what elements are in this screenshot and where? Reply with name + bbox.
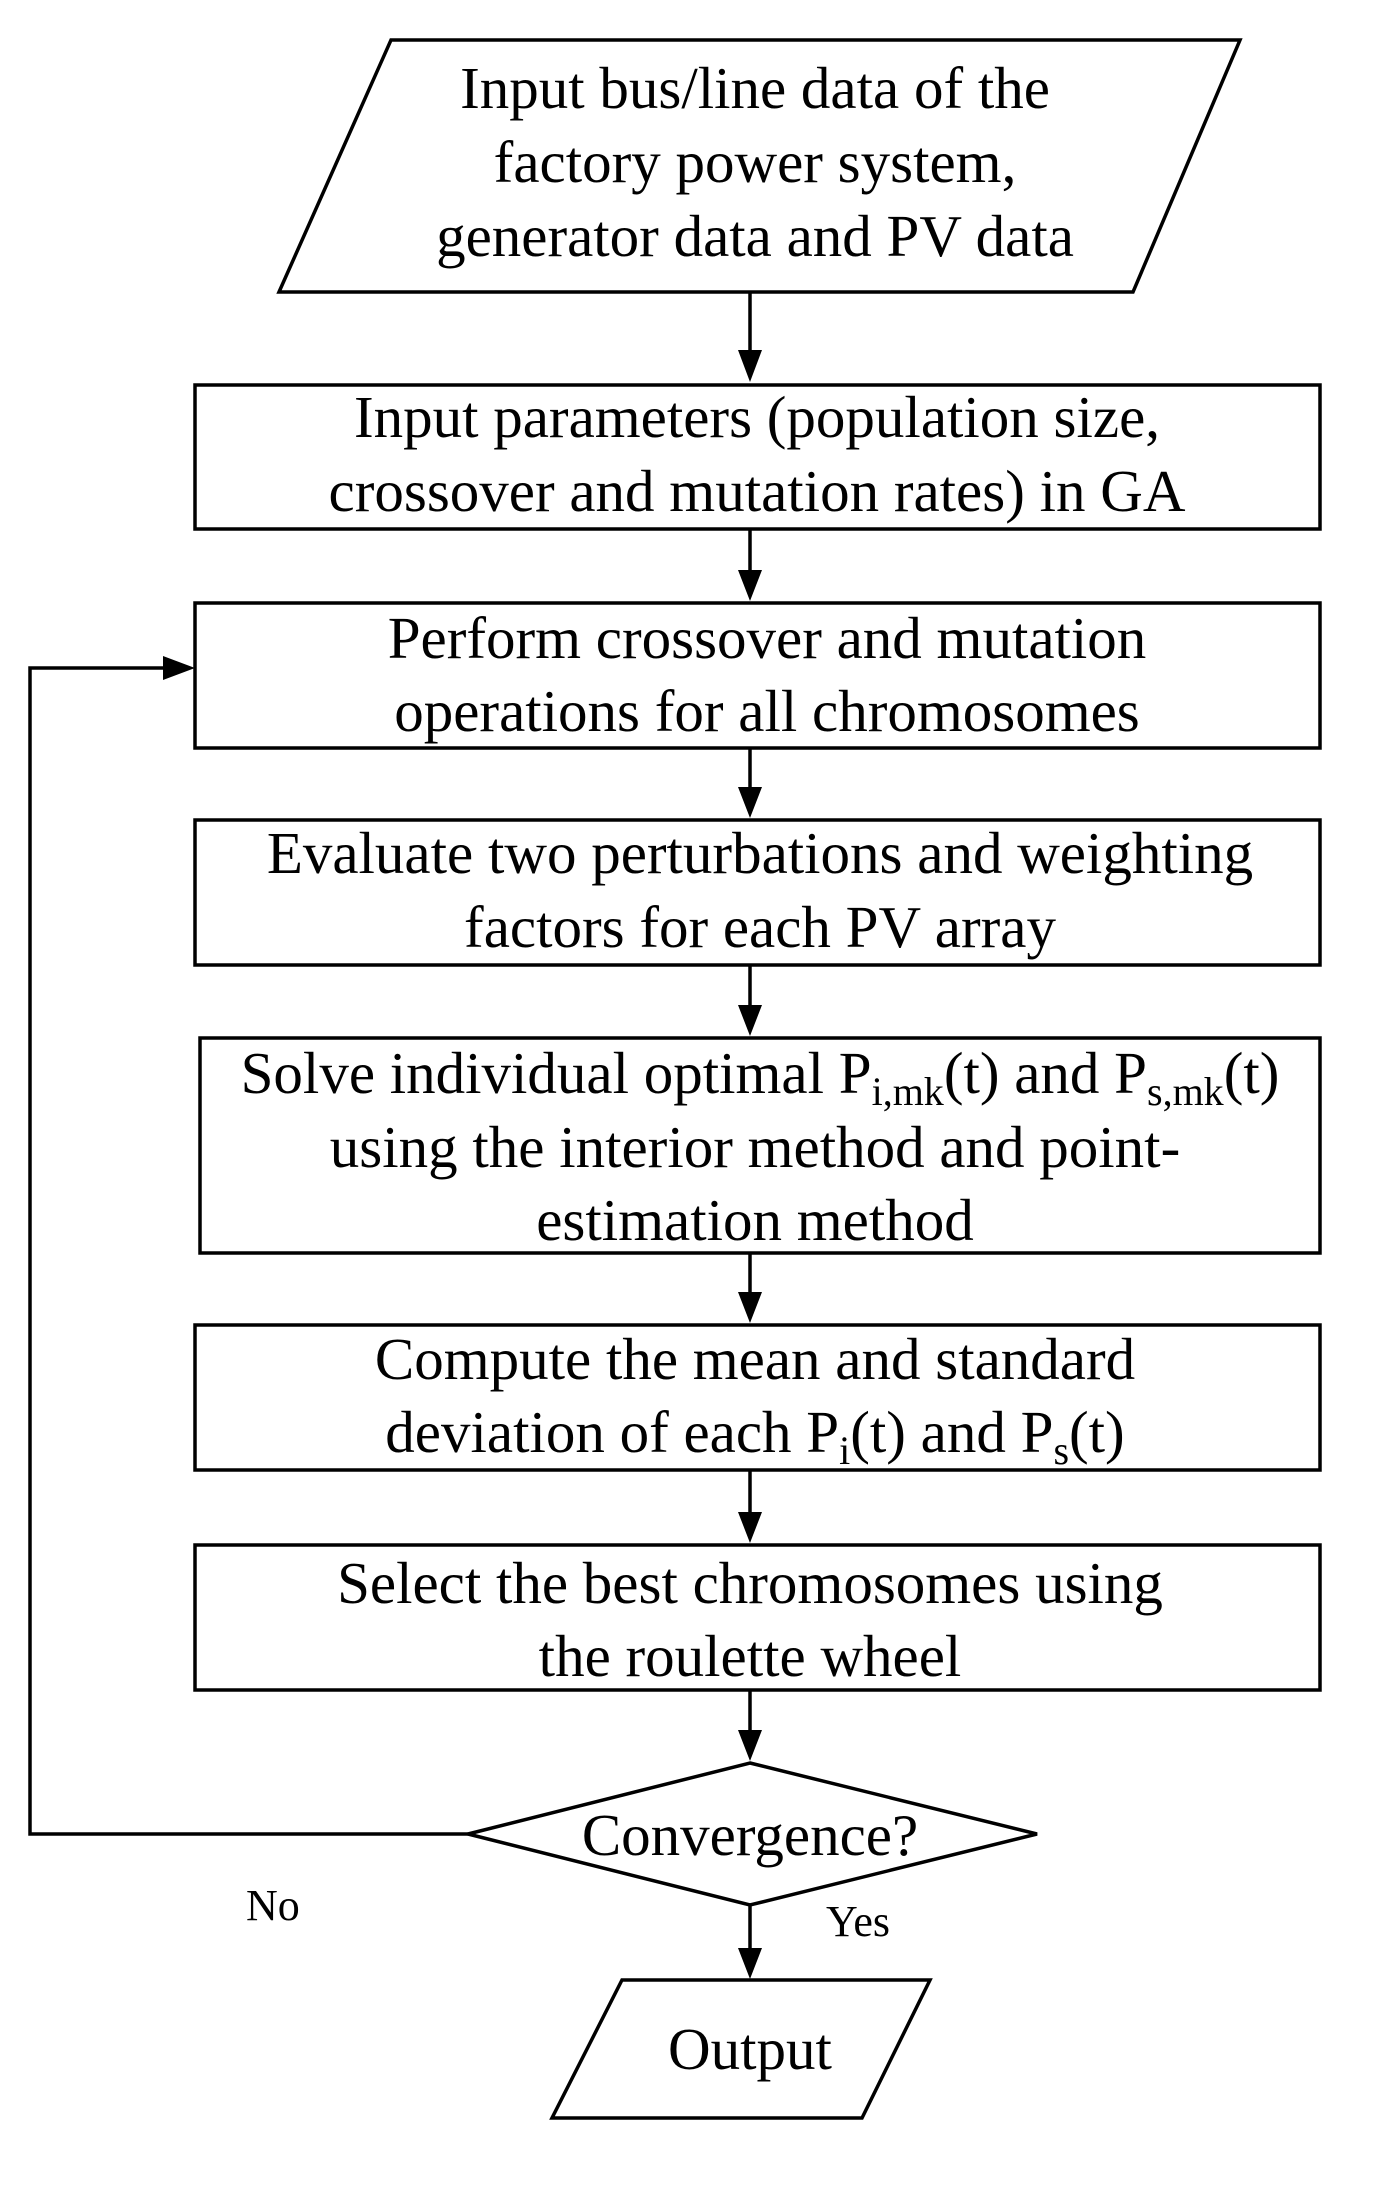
solve-line-2: using the interior method and point- xyxy=(330,1114,1180,1180)
compute-line-1: Compute the mean and standard xyxy=(375,1326,1135,1392)
input-data-line-3: generator data and PV data xyxy=(436,203,1074,269)
select-line-2: the roulette wheel xyxy=(539,1623,962,1689)
compute-line-2: deviation of each Pi(t) and Ps(t) xyxy=(385,1399,1124,1473)
convergence-label: Convergence? xyxy=(582,1802,918,1868)
no-label: No xyxy=(246,1881,300,1930)
output-label: Output xyxy=(668,2016,833,2082)
input-data-node: Input bus/line data of the factory power… xyxy=(276,38,1243,294)
arrow-evaluate-to-solve xyxy=(738,965,762,1036)
arrow-select-to-decision xyxy=(738,1690,762,1761)
ga-parameters-node: Input parameters (population size, cross… xyxy=(193,383,1322,531)
solve-line-1: Solve individual optimal Pi,mk(t) and Ps… xyxy=(241,1040,1280,1114)
crossover-line-1: Perform crossover and mutation xyxy=(388,605,1147,671)
arrow-solve-to-compute xyxy=(738,1253,762,1323)
evaluate-line-1: Evaluate two perturbations and weighting xyxy=(267,820,1253,886)
arrow-decision-to-output xyxy=(738,1905,762,1979)
arrow-crossover-to-evaluate xyxy=(738,748,762,818)
input-data-line-1: Input bus/line data of the xyxy=(460,55,1050,121)
solve-line-3: estimation method xyxy=(536,1187,974,1253)
crossover-line-2: operations for all chromosomes xyxy=(394,678,1140,744)
convergence-decision: Convergence? xyxy=(467,1761,1038,1907)
select-node: Select the best chromosomes using the ro… xyxy=(193,1543,1322,1692)
ga-parameters-line-2: crossover and mutation rates) in GA xyxy=(329,458,1186,524)
arrow-compute-to-select xyxy=(738,1470,762,1543)
yes-label: Yes xyxy=(826,1897,890,1946)
arrow-params-to-crossover xyxy=(738,529,762,601)
ga-parameters-line-1: Input parameters (population size, xyxy=(354,384,1160,450)
arrow-loop-back-no xyxy=(28,656,468,1836)
compute-node: Compute the mean and standard deviation … xyxy=(193,1323,1322,1473)
select-line-1: Select the best chromosomes using xyxy=(337,1550,1163,1616)
input-data-line-2: factory power system, xyxy=(494,129,1017,195)
output-node: Output xyxy=(549,1978,933,2120)
crossover-node: Perform crossover and mutation operation… xyxy=(193,601,1322,750)
evaluate-node: Evaluate two perturbations and weighting… xyxy=(193,818,1322,967)
arrow-input-to-params xyxy=(738,292,762,382)
solve-node: Solve individual optimal Pi,mk(t) and Ps… xyxy=(198,1036,1322,1255)
evaluate-line-2: factors for each PV array xyxy=(464,894,1056,960)
